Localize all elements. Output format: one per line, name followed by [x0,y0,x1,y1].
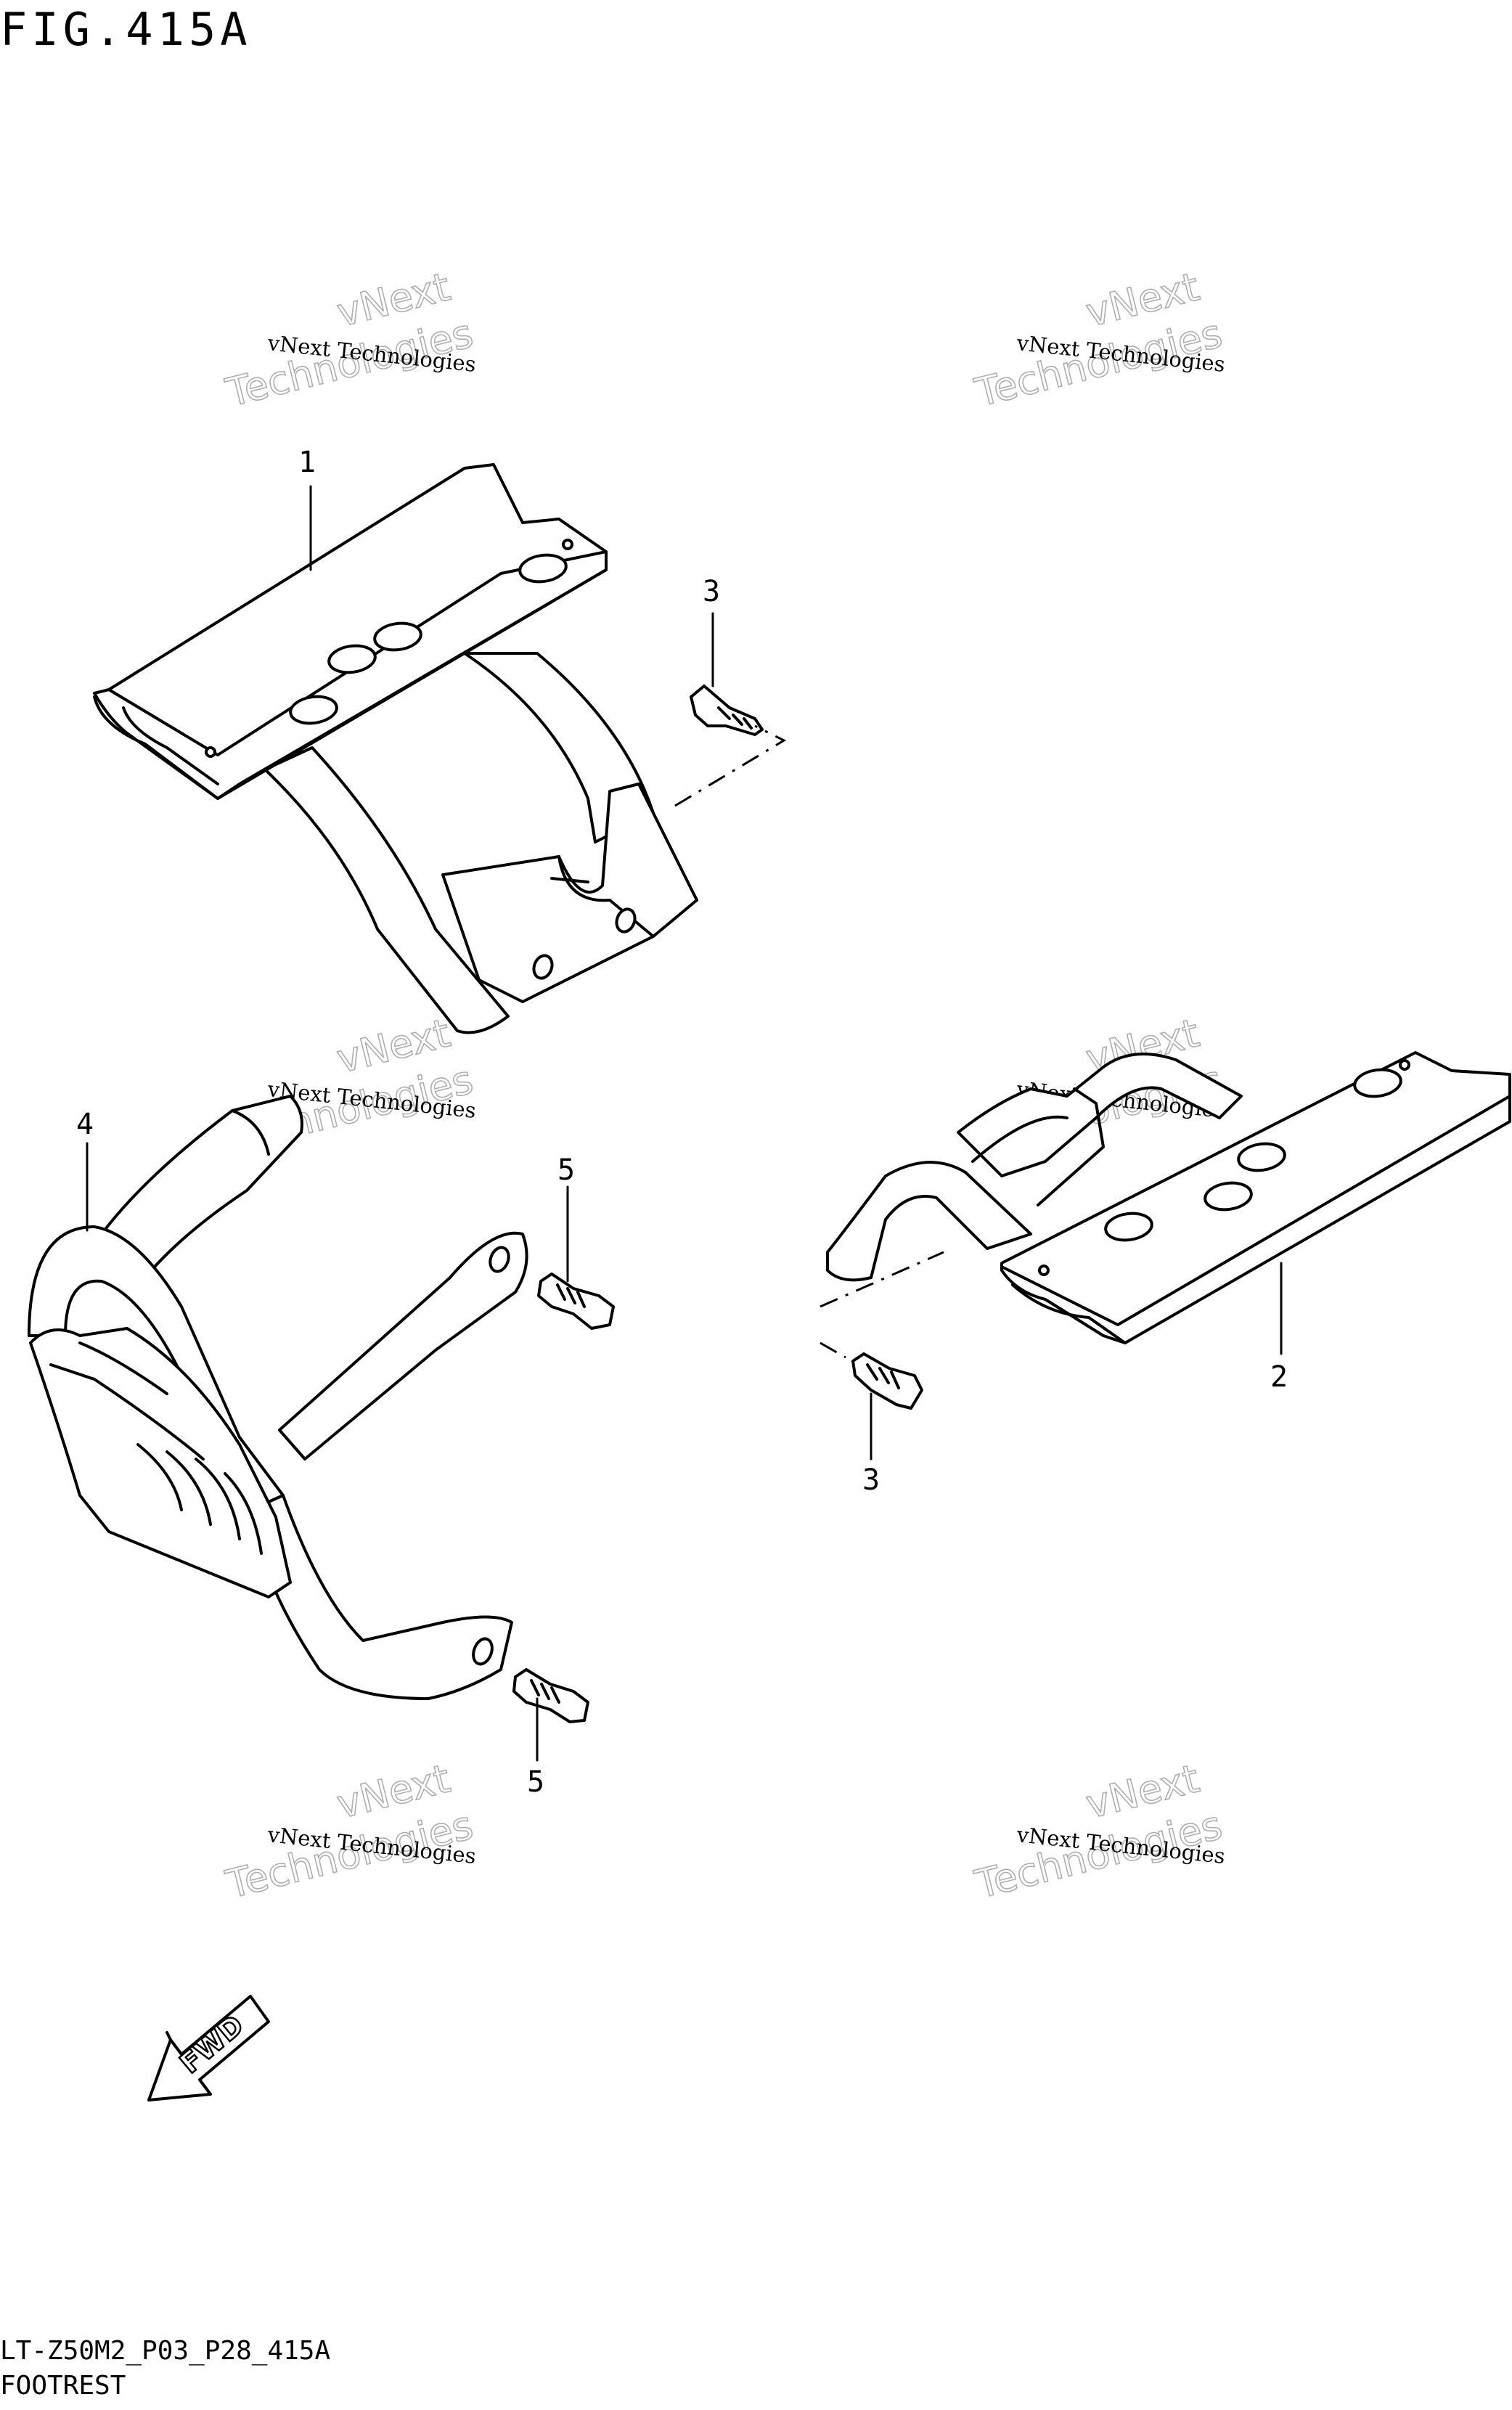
callout-3-lower: 3 [862,1463,880,1497]
callout-5-mid: 5 [557,1153,575,1187]
part-4-foot-guard [28,1095,528,1700]
fwd-arrow-icon: FWD [147,1995,270,2101]
callout-1: 1 [298,446,316,479]
part-5-bolt-mid [537,1273,615,1330]
part-2-footrest-bracket-right [820,1051,1511,1344]
diagram-caption: FOOTREST [0,2371,126,2401]
watermark-top-left: vNext Technologies vNext Technologies [221,264,478,417]
figure-title: FIG.415A [0,3,252,56]
callout-4: 4 [76,1108,94,1141]
watermark-top-right: vNext Technologies vNext Technologies [970,264,1227,417]
watermark-bottom-left: vNext Technologies vNext Technologies [221,1755,478,1908]
watermark-bottom-right: vNext Technologies vNext Technologies [970,1755,1227,1908]
part-3-bolt-upper [674,685,787,807]
callout-2: 2 [1270,1360,1288,1394]
model-code: LT-Z50M2_P03_P28_415A [0,2336,331,2366]
callout-3-upper: 3 [703,575,720,608]
part-5-bolt-lower [512,1668,589,1723]
part-3-bolt-lower [820,1341,923,1410]
part-1-footrest-bracket-left [93,463,698,1034]
callout-5-lower: 5 [527,1765,544,1799]
